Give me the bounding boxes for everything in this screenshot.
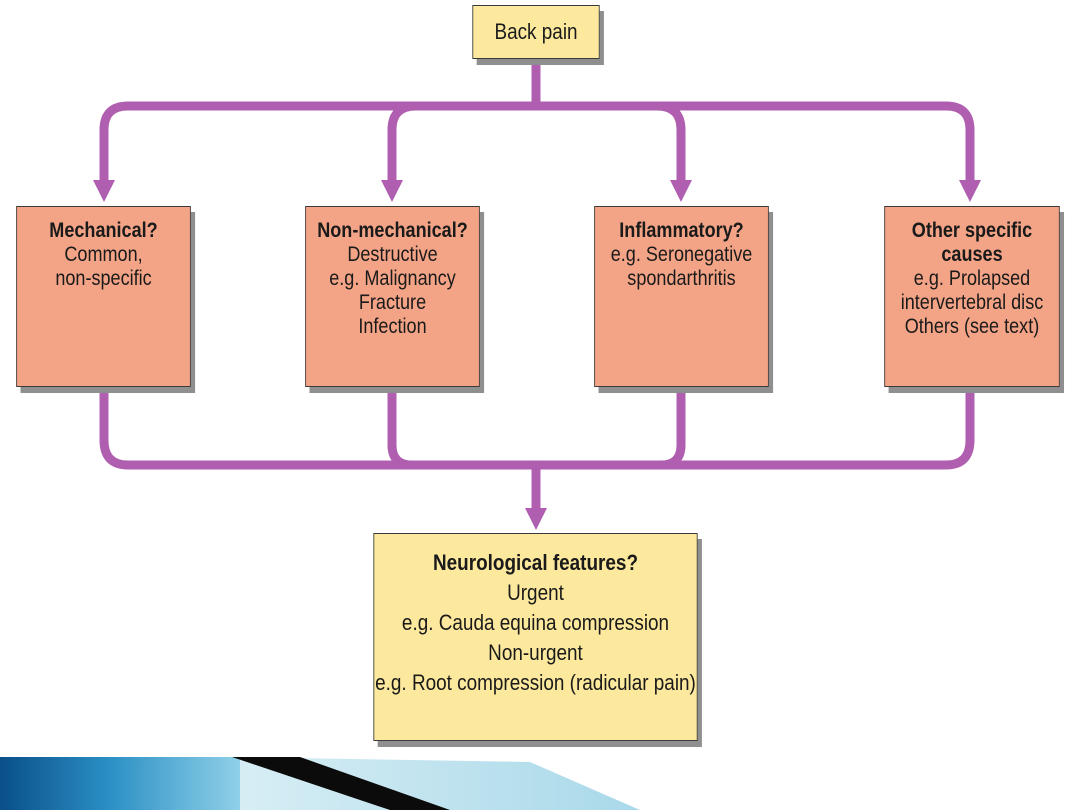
node-mechanical-line: Common, xyxy=(64,243,143,266)
node-inflammatory: Inflammatory? e.g. Seronegative spondart… xyxy=(594,206,769,387)
node-other-specific-line: intervertebral disc xyxy=(900,291,1044,314)
node-neurological: Neurological features? Urgent e.g. Cauda… xyxy=(373,533,698,741)
node-non-mechanical-line: e.g. Malignancy xyxy=(329,267,456,290)
collect-inflam xyxy=(656,387,686,470)
arrowhead-outcome xyxy=(525,508,547,530)
node-mechanical: Mechanical? Common, non-specific xyxy=(16,206,191,387)
branch-inflam xyxy=(652,101,686,185)
node-inflammatory-line: spondarthritis xyxy=(627,267,736,290)
node-mechanical-title: Mechanical? xyxy=(49,219,158,242)
node-non-mechanical: Non-mechanical? Destructive e.g. Maligna… xyxy=(305,206,480,387)
node-neurological-line: e.g. Root compression (radicular pain) xyxy=(375,670,696,695)
node-other-specific-line: e.g. Prolapsed xyxy=(913,267,1031,290)
node-neurological-line: Non-urgent xyxy=(488,640,583,665)
node-other-specific-title: causes xyxy=(941,243,1003,266)
arrowhead-other xyxy=(959,180,981,202)
footer-band-blue xyxy=(0,757,240,810)
branch-nonmech xyxy=(387,101,421,185)
node-back-pain-title: Back pain xyxy=(494,19,578,44)
node-non-mechanical-line: Infection xyxy=(358,315,427,338)
node-other-specific: Other specific causes e.g. Prolapsed int… xyxy=(884,206,1060,387)
node-inflammatory-title: Inflammatory? xyxy=(619,219,744,242)
node-non-mechanical-line: Fracture xyxy=(358,291,427,314)
footer-band-dark-wedge xyxy=(232,757,450,810)
node-inflammatory-line: e.g. Seronegative xyxy=(610,243,753,266)
node-back-pain: Back pain xyxy=(472,5,600,59)
node-neurological-line: e.g. Cauda equina compression xyxy=(401,610,670,635)
node-other-specific-line: Others (see text) xyxy=(904,315,1040,338)
node-non-mechanical-line: Destructive xyxy=(347,243,438,266)
node-neurological-line: Urgent xyxy=(507,580,564,605)
arrowhead-inflam xyxy=(670,180,692,202)
arrowhead-mech xyxy=(93,180,115,202)
collect-nonmech xyxy=(387,387,417,470)
arrowhead-nonmech xyxy=(381,180,403,202)
node-neurological-title: Neurological features? xyxy=(432,550,639,575)
node-mechanical-line: non-specific xyxy=(55,267,152,290)
node-other-specific-title: Other specific xyxy=(911,219,1033,242)
node-non-mechanical-title: Non-mechanical? xyxy=(317,219,468,242)
top-branch-bar xyxy=(99,101,975,185)
